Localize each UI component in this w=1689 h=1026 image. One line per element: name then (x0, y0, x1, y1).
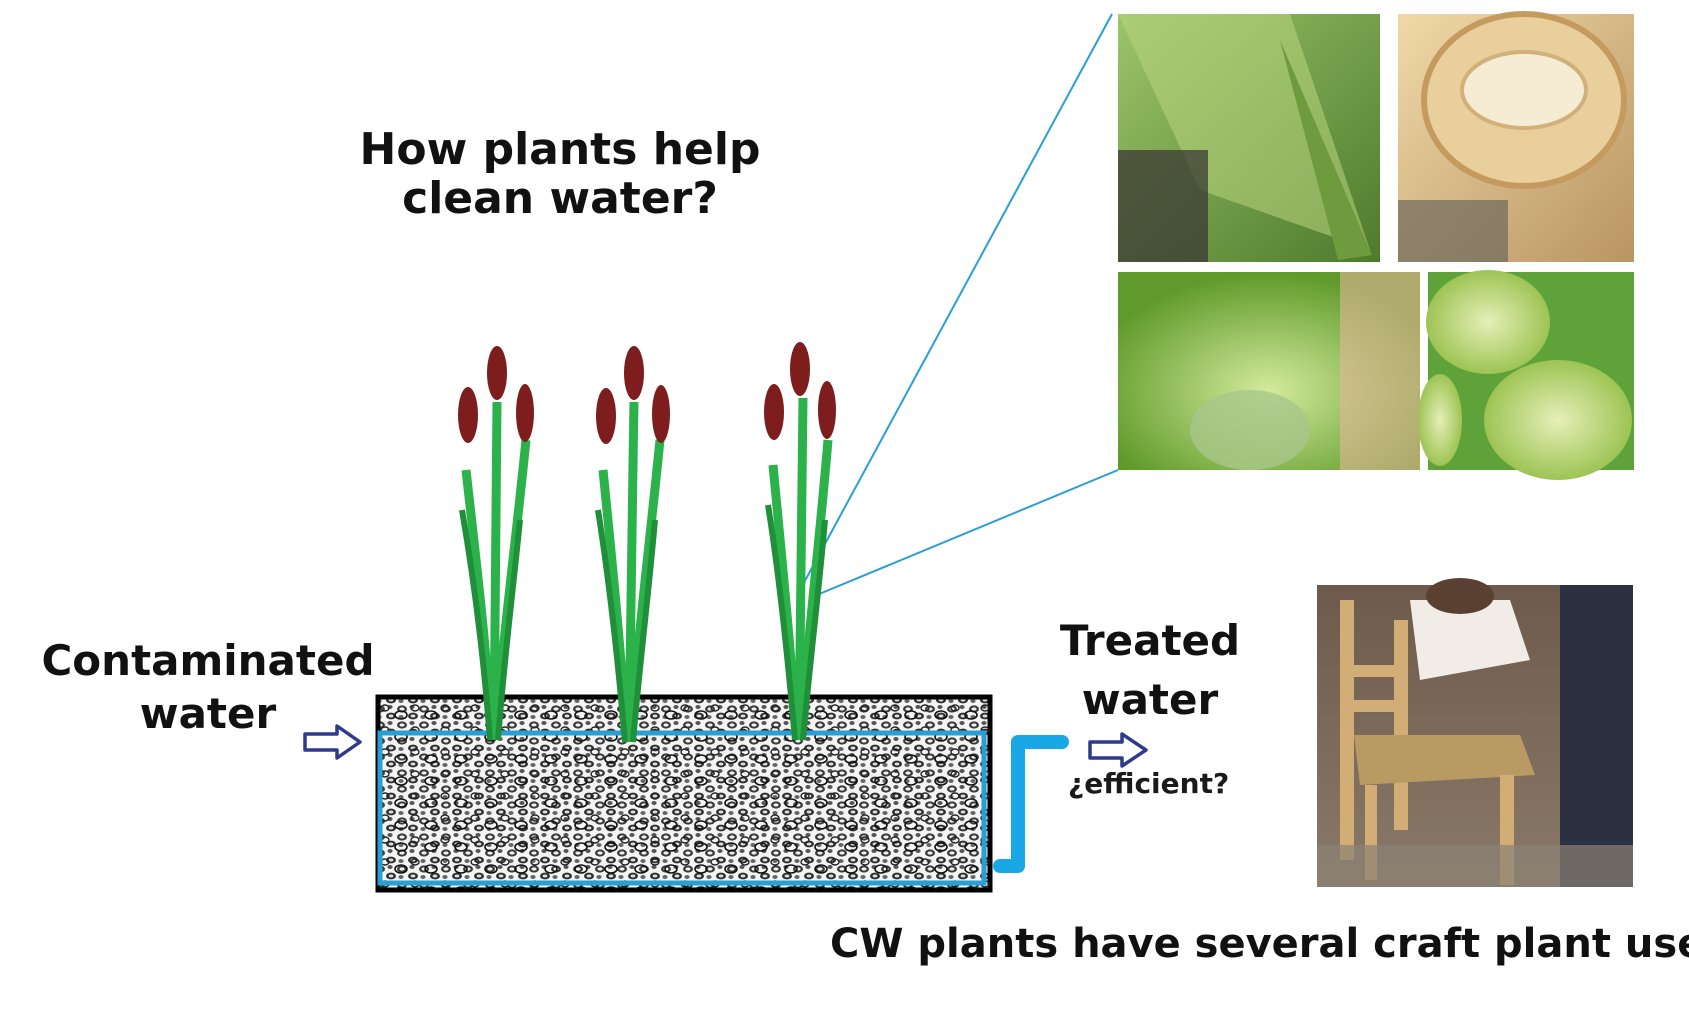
cattail-head (818, 381, 836, 439)
inlet-label-line-1: Contaminated (41, 636, 375, 685)
cattail-head (596, 388, 616, 444)
craft-use-photo-chair (1317, 578, 1633, 887)
plant-tissue-photo-aerenchyma (1118, 272, 1420, 470)
cattail-head (652, 385, 670, 443)
outlet-pipe (993, 735, 1069, 873)
cattail-head (624, 346, 644, 400)
plant-2 (595, 346, 670, 743)
title-line-2: clean water? (402, 173, 718, 225)
title-line-1: How plants help (359, 124, 761, 175)
arrow-right-icon (1088, 732, 1148, 768)
cattail-head (458, 387, 478, 443)
diagram-title: How plants help clean water? (330, 125, 790, 224)
plant-tissue-photo-stem-bundles (1418, 270, 1634, 480)
outlet-efficiency-question: ¿efficient? (1068, 767, 1230, 800)
craft-use-question: CW plants have several craft plant uses? (830, 921, 1689, 967)
plant-tissue-photo-stem-cross-section (1398, 11, 1634, 262)
plant-tissue-photo-leaf (1118, 14, 1380, 262)
water-level-outline (377, 730, 987, 886)
callout-line-upper (799, 13, 1113, 591)
arrow-right-icon (303, 724, 362, 760)
cattail-head (516, 384, 534, 442)
inlet-label: Contaminated water (18, 640, 398, 745)
cattail-head (487, 346, 507, 400)
cattail-head (764, 384, 784, 440)
outlet-label-line-2: water (1081, 674, 1219, 724)
plant-1 (458, 346, 534, 741)
callout-line-lower (811, 469, 1119, 598)
outlet-label: Treated water (1040, 612, 1260, 730)
inlet-label-line-2: water (139, 689, 277, 738)
outlet-label-line-1: Treated (1059, 616, 1241, 665)
wetland-tank (375, 694, 993, 893)
plant-3 (764, 342, 836, 741)
cattail-head (790, 342, 810, 396)
